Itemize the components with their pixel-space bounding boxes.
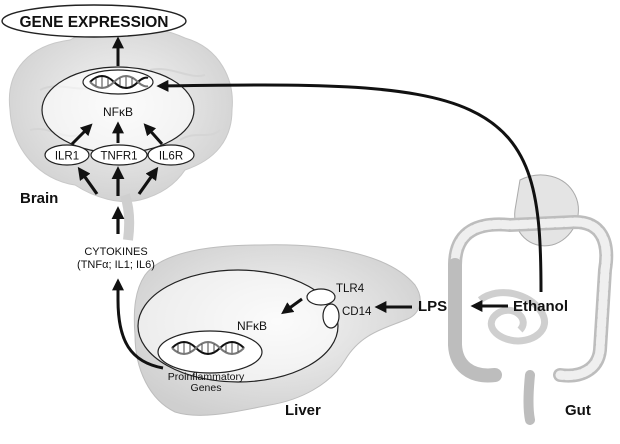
receptor-cd14-label: CD14 <box>342 306 372 318</box>
gut-illustration <box>448 174 614 425</box>
arrow-up-left <box>77 166 99 195</box>
arrow-liver-to-cytokines <box>112 278 164 370</box>
cytokines-list: (TNFα; IL1; IL6) <box>77 259 155 271</box>
receptor-tlr4-label: TLR4 <box>336 283 365 295</box>
receptor-ilr1 <box>44 144 90 166</box>
liver-nfkb-label: NFκB <box>237 319 267 333</box>
arrow-ethanol-to-brain <box>156 79 543 293</box>
receptor-tnfr1 <box>90 144 148 166</box>
lps-label: LPS <box>418 298 447 315</box>
receptor-tnfr1-label: TNFR1 <box>100 151 137 163</box>
gene-expression-ellipse <box>1 4 187 38</box>
genes-label: Genes <box>191 382 222 394</box>
receptor-cd14 <box>322 303 340 329</box>
brain-nucleus <box>82 69 154 95</box>
arrow-up-right <box>137 166 159 195</box>
brain-dna-icon <box>89 75 149 89</box>
receptor-il6r <box>147 144 195 166</box>
brain-region-label: Brain <box>20 190 58 207</box>
ethanol-label: Ethanol <box>513 298 568 315</box>
liver-dna-icon <box>171 341 245 355</box>
receptor-tlr4 <box>306 288 336 306</box>
gene-expression-label: GENE EXPRESSION <box>19 14 168 31</box>
gut-region-label: Gut <box>565 402 591 419</box>
receptor-ilr1-label: ILR1 <box>55 151 79 163</box>
receptor-il6r-label: IL6R <box>159 151 183 163</box>
liver-nucleus <box>157 330 263 374</box>
proinflammatory-label: Proinflammatory <box>168 371 245 383</box>
arrow-ilr1-to-nfkb <box>70 123 93 146</box>
liver-region-label: Liver <box>285 402 321 419</box>
cytokines-label: CYTOKINES <box>84 246 147 258</box>
brain-nfkb-label: NFκB <box>103 105 133 119</box>
arrow-tlr4-to-nfkb <box>281 297 303 315</box>
arrow-il6r-to-nfkb <box>143 123 164 145</box>
